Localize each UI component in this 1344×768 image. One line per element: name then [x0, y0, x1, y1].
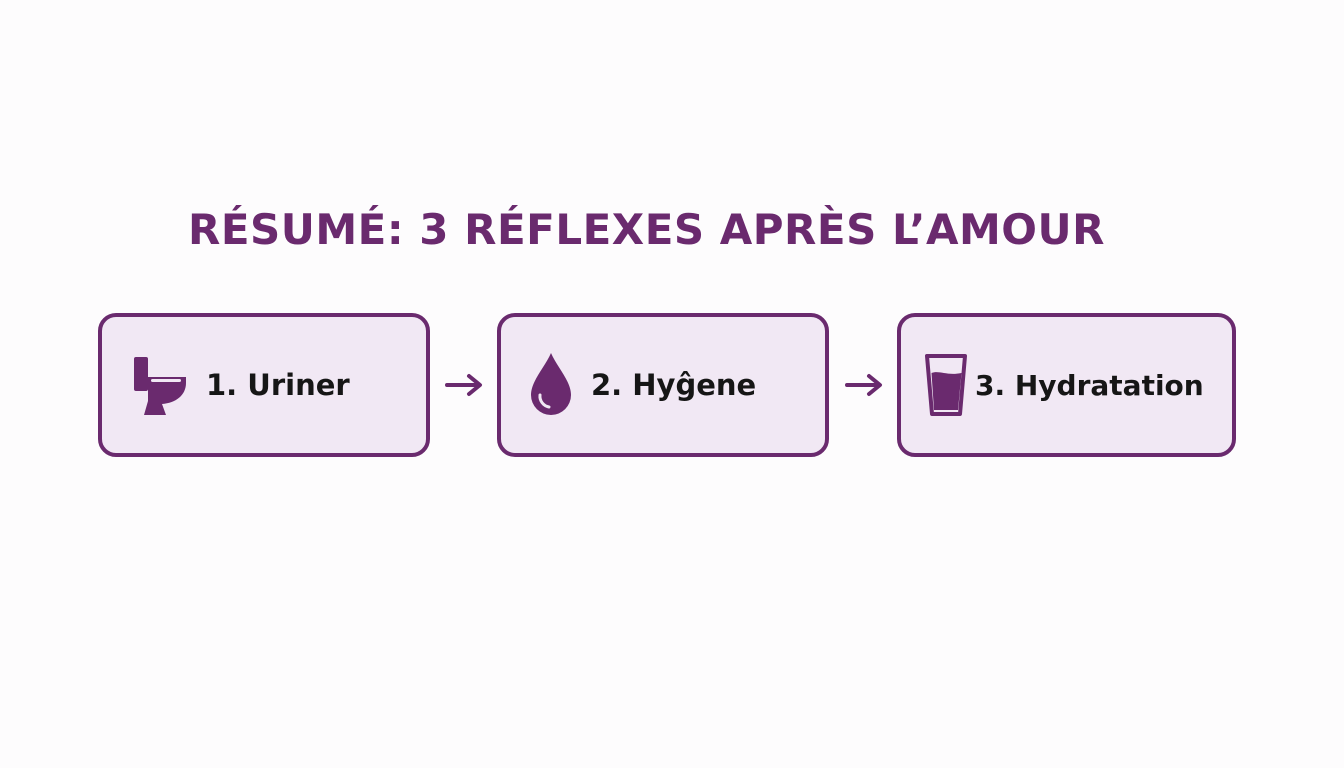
toilet-icon: [132, 353, 190, 417]
diagram-title: RÉSUMÉ: 3 RÉFLEXES APRÈS L’AMOUR: [188, 205, 1105, 254]
arrow-right-icon: [445, 374, 482, 396]
water-glass-icon: [923, 353, 969, 417]
step-hygiene: 2. Hyĝene: [497, 313, 829, 457]
water-drop-icon: [525, 351, 577, 419]
step-label: 1. Uriner: [206, 368, 350, 402]
arrow-right-icon: [845, 374, 882, 396]
step-label: 3. Hydratation: [975, 368, 1204, 402]
step-urinate: 1. Uriner: [98, 313, 430, 457]
step-label: 2. Hyĝene: [591, 368, 757, 402]
step-hydration: 3. Hydratation: [897, 313, 1236, 457]
